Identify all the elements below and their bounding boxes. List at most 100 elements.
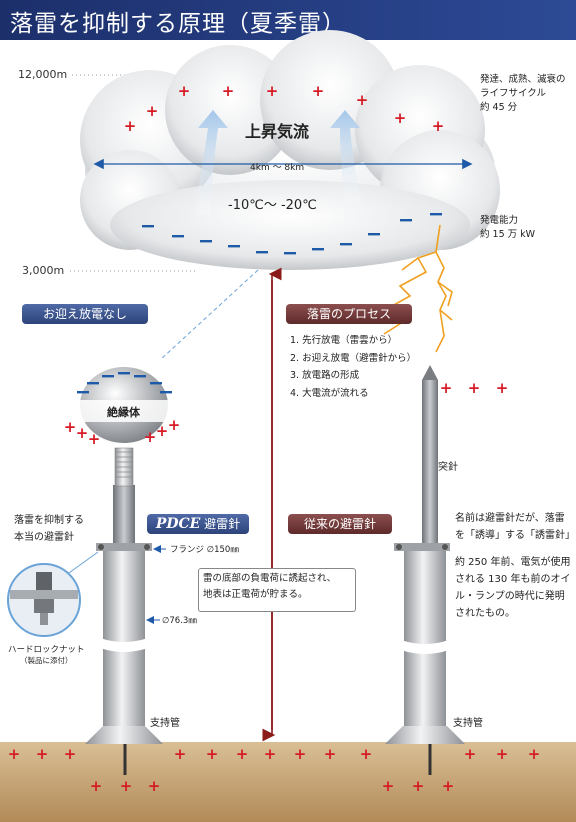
minus-charge [118, 372, 130, 375]
process-step: 1. 先行放電（雷雲から） [290, 335, 398, 346]
plus-charge: + [8, 745, 21, 763]
plus-charge: + [76, 424, 89, 442]
plus-charge: + [178, 82, 191, 100]
plus-charge: + [144, 428, 157, 446]
cloud-temperature: -10℃～ -20℃ [228, 198, 317, 213]
no-upward-discharge-label: お迎え放電なし [22, 304, 148, 324]
plus-charge: + [324, 745, 337, 763]
support-pipe-label-left: 支持管 [150, 718, 180, 729]
lifecycle-line-3: 約 45 分 [480, 102, 518, 113]
minus-charge [160, 391, 172, 394]
plus-charge: + [222, 82, 235, 100]
conv-desc-line: を「誘導」する「誘雷針」 [455, 530, 575, 541]
hard-lock-nut-sub: （製品に添付） [20, 656, 73, 665]
conv-desc-line: 約 250 年前、電気が使用 [455, 557, 571, 568]
plus-charge: + [64, 745, 77, 763]
plus-charge: + [88, 430, 101, 448]
conv-desc-line: される 130 年も前のオイ [455, 574, 571, 585]
pdce-brand: PDCE [155, 516, 201, 532]
plus-charge: + [168, 416, 181, 434]
tip-label: 突針 [438, 462, 458, 473]
pdce-rod-label: PDCE 避雷針 [147, 514, 249, 534]
plus-charge: + [64, 418, 77, 436]
conventional-rod-label: 従来の避雷針 [288, 514, 392, 534]
minus-charge [142, 225, 154, 228]
minus-charge [102, 375, 114, 378]
cloud-width-label: 4km ～ 8km [250, 163, 305, 173]
conv-desc-line: 名前は避雷針だが、落雷 [455, 513, 565, 524]
lifecycle-line-2: ライフサイクル [480, 88, 547, 99]
lifecycle-note: 発達、成熟、滅衰の ライフサイクル 約 45 分 [480, 73, 566, 115]
minus-charge [400, 219, 412, 222]
negative-charges [77, 213, 442, 394]
lifecycle-line-1: 発達、成熟、滅衰の [480, 74, 566, 85]
hard-lock-nut-detail [7, 551, 99, 637]
plus-charge: + [156, 422, 169, 440]
plus-charge: + [468, 379, 481, 397]
minus-charge [150, 382, 162, 385]
plus-charge: + [148, 777, 161, 795]
minus-charge [200, 240, 212, 243]
plus-charge: + [146, 102, 159, 120]
updraft-arrow-right [330, 110, 362, 205]
plus-charge: + [412, 777, 425, 795]
minus-charge [430, 213, 442, 216]
flange-label: フランジ ∅150㎜ [170, 545, 239, 555]
plus-charge: + [174, 745, 187, 763]
true-rod-note: 落雷を抑制する 本当の避雷針 [14, 512, 84, 546]
true-rod-line-1: 落雷を抑制する [14, 515, 84, 526]
process-step: 4. 大電流が流れる [290, 387, 369, 399]
callout-line-2: 地表は正電荷が貯まる。 [203, 589, 308, 600]
plus-charge: + [120, 777, 133, 795]
positive-charges: +++++++++++++++++++++++++++++++++++++ [8, 82, 541, 795]
conventional-rod [385, 365, 465, 744]
plus-charge: + [394, 109, 407, 127]
process-step: 2. お迎え放電（避雷針から） [290, 352, 417, 364]
minus-charge [134, 375, 146, 378]
minus-charge [228, 245, 240, 248]
diameter-label: ∅76.3㎜ [162, 616, 197, 626]
plus-charge: + [496, 379, 509, 397]
title-bar: 落雷を抑制する原理（夏季雷） [0, 0, 576, 40]
minus-charge [340, 243, 352, 246]
insulator-label: 絶縁体 [107, 406, 140, 419]
plus-charge: + [312, 82, 325, 100]
minus-charge [77, 391, 89, 394]
minus-charge [172, 235, 184, 238]
plus-charge: + [464, 745, 477, 763]
plus-charge: + [496, 745, 509, 763]
minus-charge [312, 248, 324, 251]
support-pipe-label-right: 支持管 [453, 718, 483, 729]
plus-charge: + [206, 745, 219, 763]
pdce-suffix: 避雷針 [204, 517, 241, 531]
minus-charge [368, 233, 380, 236]
plus-charge: + [440, 379, 453, 397]
minus-charge [284, 252, 296, 255]
plus-charge: + [442, 777, 455, 795]
power-line-1: 発電能力 [480, 215, 519, 226]
plus-charge: + [432, 117, 445, 135]
conventional-rod-description: 名前は避雷針だが、落雷 を「誘導」する「誘雷針」 約 250 年前、電気が使用 … [455, 510, 575, 622]
no-discharge-line [159, 269, 259, 361]
dimension-pointers [146, 545, 166, 624]
hard-lock-nut-label: ハードロックナット [8, 645, 85, 655]
updraft-label: 上昇気流 [245, 122, 310, 141]
altitude-label-top: 12,000m [18, 68, 68, 81]
plus-charge: + [294, 745, 307, 763]
minus-charge [256, 251, 268, 254]
plus-charge: + [90, 777, 103, 795]
altitude-label-bottom: 3,000m [22, 264, 65, 277]
pdce-rod [78, 367, 170, 744]
plus-charge: + [382, 777, 395, 795]
page-title: 落雷を抑制する原理（夏季雷） [10, 11, 346, 37]
power-note: 発電能力 約 15 万 kW [480, 214, 535, 242]
plus-charge: + [124, 117, 137, 135]
plus-charge: + [266, 82, 279, 100]
ground-charge-callout: 雷の底部の負電荷に誘起され、 地表は正電荷が貯まる。 [198, 568, 356, 612]
minus-charge [87, 382, 99, 385]
thunder-cloud [80, 30, 500, 270]
process-step: 3. 放電路の形成 [290, 370, 360, 381]
conv-desc-spacer [455, 544, 575, 554]
